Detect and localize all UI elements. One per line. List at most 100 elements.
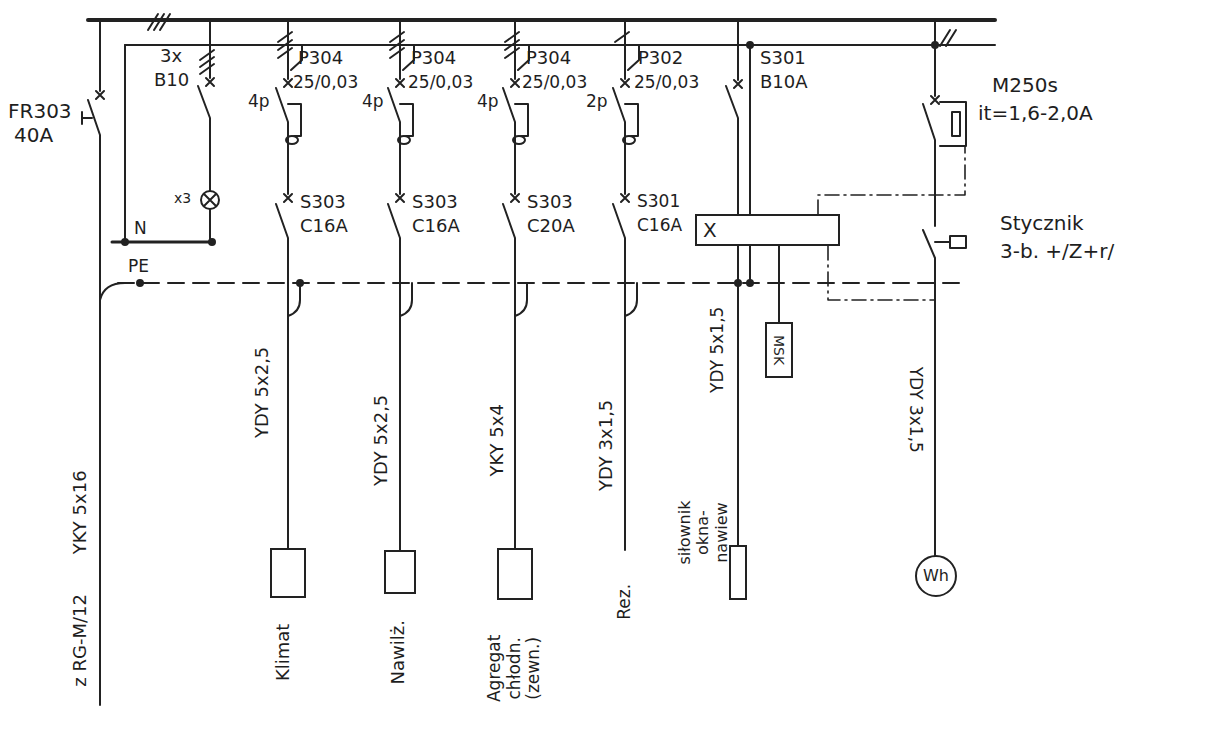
rcd-loop	[286, 136, 298, 144]
schematic-label: 3x	[160, 46, 182, 67]
schematic-label: C16A	[300, 216, 348, 237]
wire	[100, 283, 125, 300]
phase-hatch	[200, 50, 214, 74]
branch-silownik	[726, 20, 753, 545]
relay-box: X	[695, 214, 840, 246]
schematic-label: Rez.	[615, 584, 635, 620]
junction-dot	[932, 42, 938, 48]
pe-hook	[625, 283, 637, 316]
rcd-loop	[623, 136, 635, 144]
lamp-branch	[198, 20, 219, 242]
junction-dot	[747, 42, 753, 48]
wire	[935, 241, 950, 243]
schematic-label: Stycznik	[1000, 212, 1084, 235]
load-box: Klimat	[270, 548, 306, 598]
schematic-label: 4p	[477, 92, 499, 112]
rcd-loop	[515, 104, 528, 136]
schematic-label: P304	[526, 48, 571, 69]
branch-agregat	[503, 20, 529, 548]
lamp-symbol	[201, 191, 219, 209]
load-name: Agregat chłodn. (zewn.)	[485, 629, 544, 707]
rcd-loop	[400, 104, 413, 136]
msk-box: MSK	[765, 322, 793, 378]
schematic-label: PE	[128, 257, 149, 277]
control-line	[818, 146, 965, 214]
pe-hook	[515, 283, 527, 316]
schematic-label: S303	[527, 192, 573, 213]
schematic-label: P304	[298, 48, 343, 69]
meter-circle: Wh	[915, 556, 957, 596]
rcd-loop	[513, 136, 525, 144]
branch-rez	[613, 20, 639, 550]
schematic-label: P302	[638, 48, 683, 69]
load-box: Nawilż.	[384, 550, 416, 594]
wire-connector	[778, 246, 780, 322]
schematic-label: B10	[154, 70, 189, 91]
wire	[124, 45, 126, 242]
branch-nawilz	[388, 20, 414, 550]
schematic-label: 25/0,03	[634, 73, 699, 93]
schematic-label: FR303	[8, 100, 72, 123]
rcd-loop	[625, 104, 638, 136]
box-letter: X	[703, 219, 717, 242]
schematic-label: 25/0,03	[522, 73, 587, 93]
load-name: siłownik okna-nawiew	[676, 481, 731, 585]
breaker-symbol	[276, 20, 292, 548]
schematic-label: B10A	[760, 72, 808, 93]
breaker-symbol	[923, 20, 939, 556]
schematic-label: C16A	[412, 216, 460, 237]
schematic-label: YKY 5x16	[70, 470, 91, 554]
schematic-label: z RG-M/12	[70, 594, 91, 687]
circle-outline	[916, 556, 956, 596]
schematic-label: YDY 3x1,5	[905, 367, 925, 453]
schematic-label: YDY 5x2,5	[372, 394, 393, 485]
schematic-label: 4p	[248, 92, 270, 112]
junction-dot	[735, 280, 741, 286]
phase-hatch	[940, 30, 956, 46]
contactor-coil	[950, 236, 966, 248]
load-name: Klimat	[274, 623, 295, 680]
lamp-symbol	[204, 194, 216, 206]
schematic-label: P304	[411, 48, 456, 69]
schematic-label: S303	[300, 192, 346, 213]
control-line	[828, 246, 935, 300]
schematic-label: 25/0,03	[408, 73, 473, 93]
rcd-loop	[398, 136, 410, 144]
schematic-label: YDY 3x1,5	[597, 399, 618, 490]
load-name: Nawilż.	[388, 620, 409, 684]
schematic-label: M250s	[992, 74, 1058, 97]
schematic-label: S301	[637, 192, 680, 212]
phase-hatch	[615, 32, 639, 70]
meter-label: Wh	[923, 567, 949, 585]
schematic-label: C16A	[637, 216, 682, 236]
branch-contactor	[818, 20, 966, 556]
schematic-label: 40A	[14, 124, 53, 147]
schematic-label: 2p	[586, 92, 608, 112]
pe-bar	[118, 282, 965, 284]
rcd-loop	[288, 104, 301, 136]
schematic-label: YDY 5x1,5	[708, 307, 728, 393]
schematic-label: 3-b. +/Z+r/	[1000, 240, 1114, 263]
wire	[749, 45, 751, 283]
schematic-label: S303	[412, 192, 458, 213]
schematic-label: x3	[174, 190, 191, 206]
junction-dot	[137, 280, 143, 286]
schematic-label: 25/0,03	[293, 73, 358, 93]
box-label: MSK	[771, 335, 787, 365]
load-box: Agregat chłodn. (zewn.)	[497, 548, 533, 600]
phase-hatch	[390, 32, 414, 70]
schematic-label: S301	[760, 48, 806, 69]
schematic-label: YDY 5x2,5	[253, 346, 274, 437]
pe-hook	[400, 283, 412, 316]
phase-hatch	[148, 14, 170, 30]
phase-hatch	[505, 32, 529, 70]
schematic-label: YKY 5x4	[487, 404, 508, 476]
schematic-label: 4p	[362, 92, 384, 112]
schematic-label: C20A	[527, 216, 575, 237]
pe-hook	[288, 283, 300, 316]
phase-bus	[88, 18, 995, 22]
breaker-symbol	[726, 20, 742, 545]
branch-klimat	[276, 20, 303, 548]
thermal-release	[940, 102, 966, 146]
